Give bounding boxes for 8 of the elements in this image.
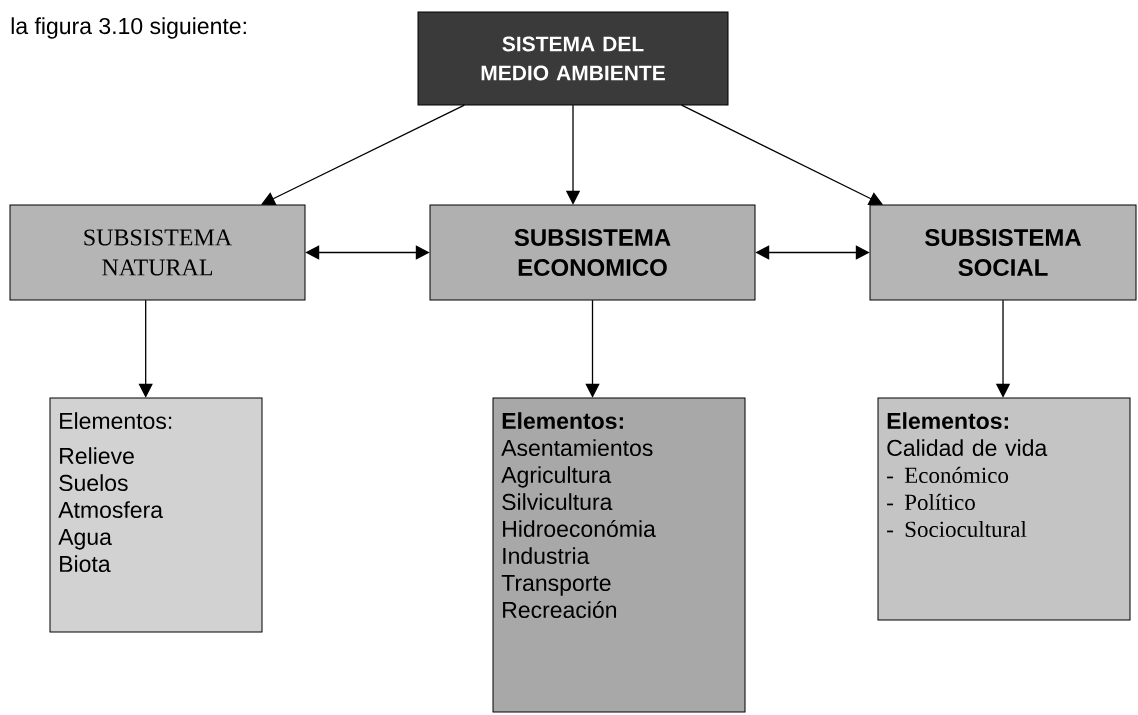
subsystem-box: SUBSISTEMA SOCIAL	[869, 204, 1137, 301]
caption-text: la figura 3.10 siguiente:	[11, 17, 246, 39]
subsystem-box: SUBSISTEMA ECONOMICO	[429, 204, 756, 301]
title-box: SISTEMA DEL MEDIO AMBIENTE	[417, 11, 729, 106]
elements-box: Elementos: Relieve Suelos Atmosfera Agua Biota	[49, 397, 263, 633]
subsystem-box: SUBSISTEMA NATURAL	[9, 204, 306, 301]
elements-box: Elementos: Asentamientos Agricultura Silvicultura Hidroeconómia Industria Transporte Recreación	[492, 397, 746, 713]
elements-box: Elementos: Calidad de vida - Económico - Político - Sociocultural	[877, 397, 1131, 621]
